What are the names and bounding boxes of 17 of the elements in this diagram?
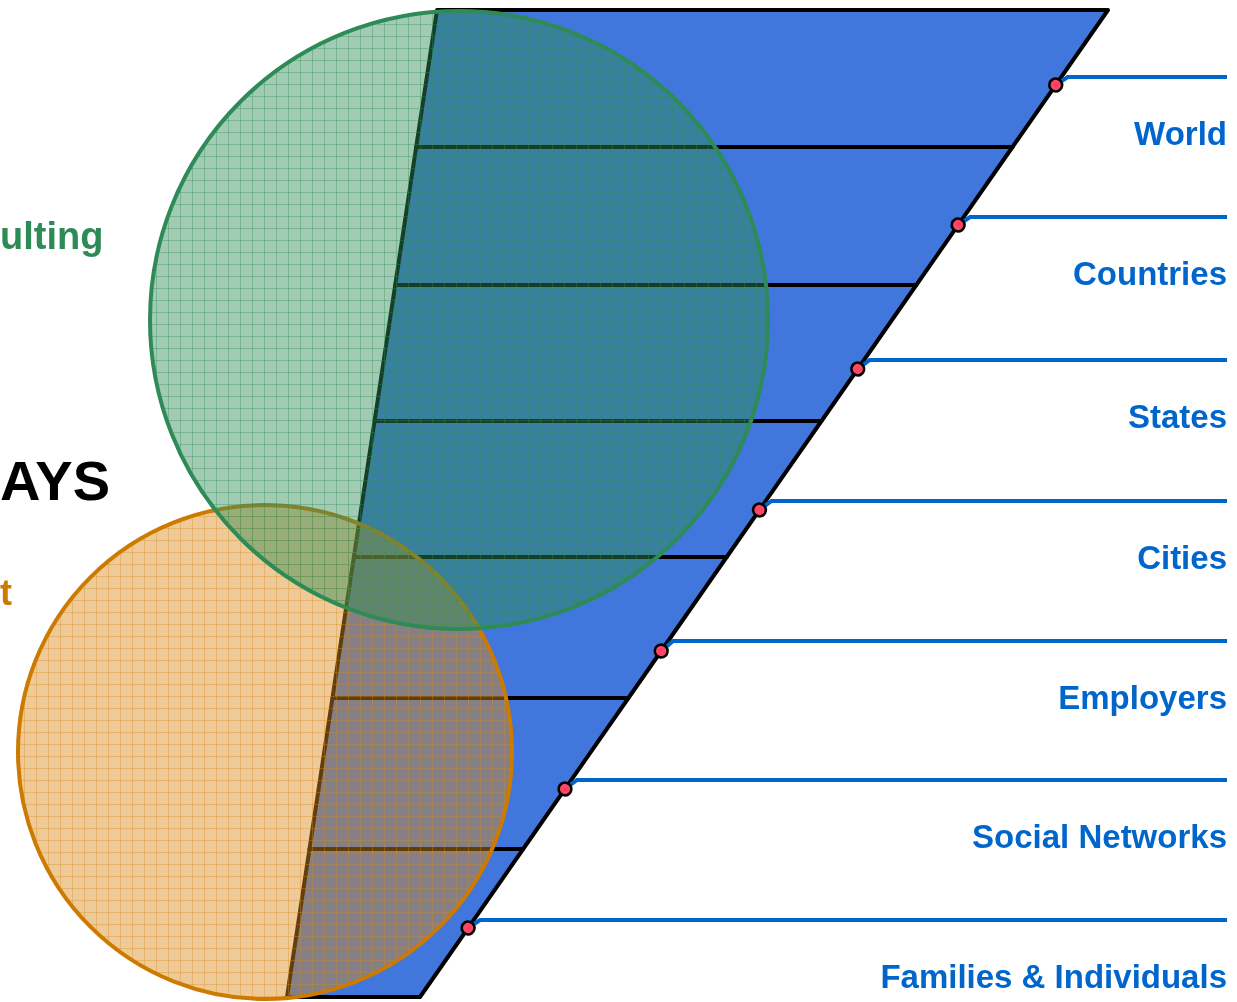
leader-line	[1048, 75, 1227, 93]
level-label: Social Networks	[972, 820, 1227, 853]
level-label: Countries	[1073, 257, 1227, 290]
heading-fragment: AYS	[0, 448, 110, 513]
level-label: States	[1127, 400, 1227, 433]
heading-fragment: t	[0, 572, 12, 614]
leader-line	[653, 639, 1227, 659]
leader-line	[557, 778, 1227, 797]
level-label: Employers	[1058, 681, 1227, 714]
leader-line	[460, 918, 1227, 936]
level-label: Cities	[1137, 541, 1227, 574]
heading-fragment: ulting	[0, 215, 104, 258]
leader-line	[950, 215, 1227, 233]
level-label: Families & Individuals	[880, 960, 1227, 993]
leader-line	[850, 358, 1227, 377]
leader-line	[751, 499, 1227, 518]
level-label: World	[1134, 117, 1227, 150]
